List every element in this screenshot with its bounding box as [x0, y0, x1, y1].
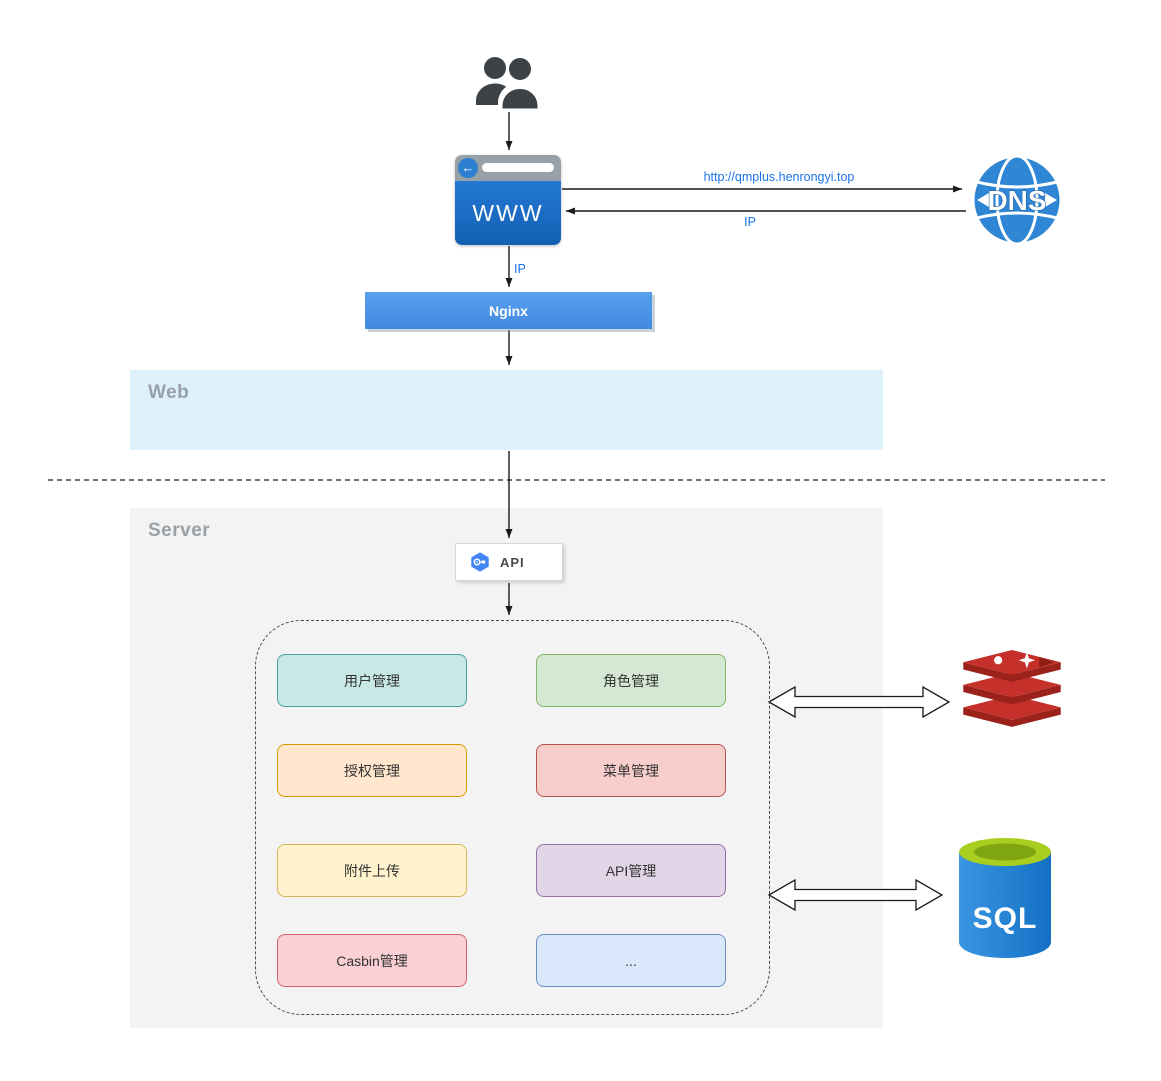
browser-nginx-ip-label: IP — [514, 262, 526, 276]
module-api-management: API管理 — [536, 844, 726, 897]
sql-database-icon: SQL — [959, 838, 1051, 958]
module-label: 菜单管理 — [603, 762, 659, 779]
module-label: 角色管理 — [603, 672, 659, 689]
module-label: ... — [625, 952, 637, 969]
module-label: 附件上传 — [344, 862, 400, 879]
module-label: 用户管理 — [344, 672, 400, 689]
module-auth-management: 授权管理 — [277, 744, 467, 797]
dns-response-ip-label: IP — [744, 215, 756, 229]
address-bar — [482, 163, 554, 172]
module-user-management: 用户管理 — [277, 654, 467, 707]
module-group-container — [255, 620, 770, 1015]
module-more: ... — [536, 934, 726, 987]
browser-titlebar: ← — [455, 155, 561, 181]
module-menu-management: 菜单管理 — [536, 744, 726, 797]
browser-node: ← WWW — [455, 155, 561, 245]
module-file-upload: 附件上传 — [277, 844, 467, 897]
nginx-node: Nginx — [365, 292, 652, 329]
users-icon — [476, 55, 541, 112]
dns-label: DNS — [987, 185, 1046, 216]
server-zone-label: Server — [148, 520, 211, 541]
sql-label: SQL — [973, 902, 1038, 935]
browser-www-label: WWW — [472, 199, 544, 226]
browser-body: WWW — [455, 181, 561, 245]
module-casbin-management: Casbin管理 — [277, 934, 467, 987]
api-label: API — [500, 554, 525, 570]
nginx-label: Nginx — [489, 302, 528, 319]
api-node: API — [455, 543, 563, 581]
back-arrow-icon: ← — [458, 158, 478, 178]
dns-request-url-label: http://qmplus.henrongyi.top — [703, 170, 855, 184]
api-hexagon-icon — [471, 552, 489, 572]
module-label: API管理 — [605, 862, 657, 879]
web-zone: Web — [130, 370, 883, 450]
module-label: Casbin管理 — [336, 952, 408, 969]
double-arrow-modules-sql — [767, 878, 944, 912]
web-zone-label: Web — [148, 382, 190, 403]
redis-icon — [963, 650, 1061, 727]
double-arrow-modules-redis — [767, 685, 951, 719]
module-label: 授权管理 — [344, 762, 400, 779]
module-role-management: 角色管理 — [536, 654, 726, 707]
dns-globe-icon: DNS — [971, 154, 1063, 246]
